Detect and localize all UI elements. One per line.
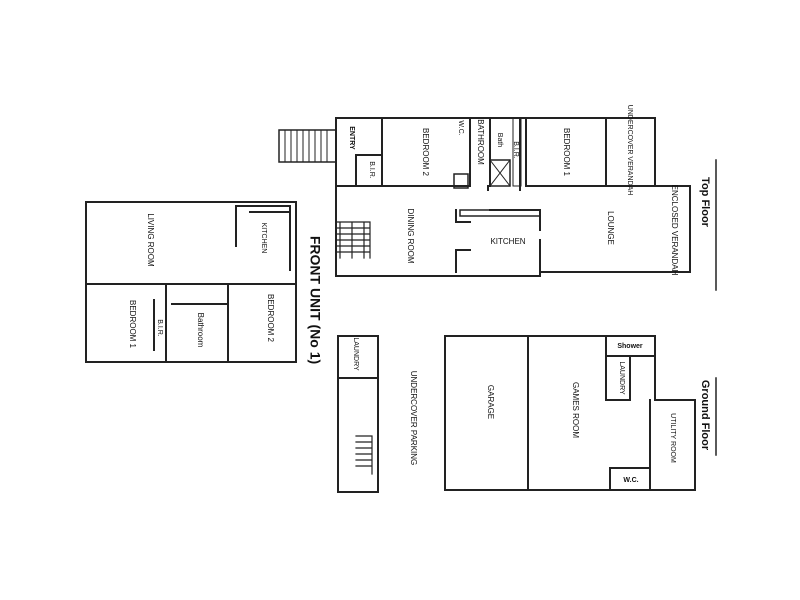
- bir-label-top-right: B.I.R.: [512, 141, 519, 159]
- bir-label-top-left: B.I.R.: [368, 161, 375, 179]
- games-room-label: GAMES ROOM: [571, 382, 580, 438]
- top-floor-plan: ENTRY B.I.R. BEDROOM 2 BATHROOM W.C. Bat…: [278, 105, 691, 277]
- dining-room-label: DINING ROOM: [406, 208, 415, 263]
- bedroom-2-front-label: BEDROOM 2: [266, 294, 275, 343]
- undercover-verandah-label: UNDERCOVER VERANDAH: [626, 105, 633, 196]
- living-room-label: LIVING ROOM: [146, 213, 155, 267]
- lounge-label: LOUNGE: [606, 211, 615, 245]
- wc-label-top: W.C.: [457, 120, 464, 135]
- wc-label-ground: W.C.: [623, 477, 638, 484]
- utility-room-label: UTILITY ROOM: [669, 413, 676, 463]
- bedroom-2-label: BEDROOM 2: [421, 128, 430, 177]
- laundry-building: LAUNDRY: [337, 335, 379, 493]
- ground-floor-title: Ground Floor: [699, 380, 711, 451]
- bedroom-1-label: BEDROOM 1: [562, 128, 571, 177]
- top-floor-internal-stair: [335, 221, 371, 259]
- kitchen-label-front: KITCHEN: [260, 223, 267, 254]
- kitchen-label-top: KITCHEN: [490, 237, 525, 246]
- bathroom-front-label: Bathroom: [196, 313, 205, 348]
- top-floor-partitions: [335, 117, 656, 277]
- bir-cupboard-top-right: [512, 117, 522, 187]
- front-unit-title: FRONT UNIT (No 1): [307, 236, 323, 364]
- top-floor-external-stair: [278, 129, 337, 163]
- bath-fixture: [489, 159, 511, 187]
- top-floor-outer-wall: [335, 117, 691, 277]
- enclosed-verandah-label: ENCLOSED VERANDAH: [670, 185, 679, 276]
- undercover-parking-label: UNDERCOVER PARKING: [409, 371, 418, 466]
- entry-label: ENTRY: [348, 126, 355, 150]
- bathroom-label: BATHROOM: [476, 119, 485, 165]
- front-unit-plan: LIVING ROOM KITCHEN BEDROOM 1 B.I.R. Bat…: [85, 201, 297, 363]
- ground-floor-partitions: [527, 335, 656, 491]
- laundry-label-left: LAUNDRY: [352, 337, 359, 371]
- garage-label: GARAGE: [486, 385, 495, 419]
- shower-label: Shower: [617, 343, 643, 350]
- laundry-label-ground: LAUNDRY: [618, 361, 625, 395]
- bath-label: Bath: [496, 133, 503, 148]
- top-floor-title: Top Floor: [699, 177, 711, 228]
- kitchen-bench-top: [459, 209, 541, 217]
- front-unit-partitions: [85, 205, 297, 363]
- bir-label-front: B.I.R.: [156, 319, 163, 337]
- ground-floor-outer-wall: [444, 335, 696, 491]
- front-unit-outer-wall: [85, 201, 297, 363]
- toilet-fixture: [453, 173, 469, 189]
- bedroom-1-front-label: BEDROOM 1: [128, 300, 137, 349]
- ground-floor-plan: Shower LAUNDRY GARAGE GAMES ROOM UTILITY…: [444, 335, 696, 491]
